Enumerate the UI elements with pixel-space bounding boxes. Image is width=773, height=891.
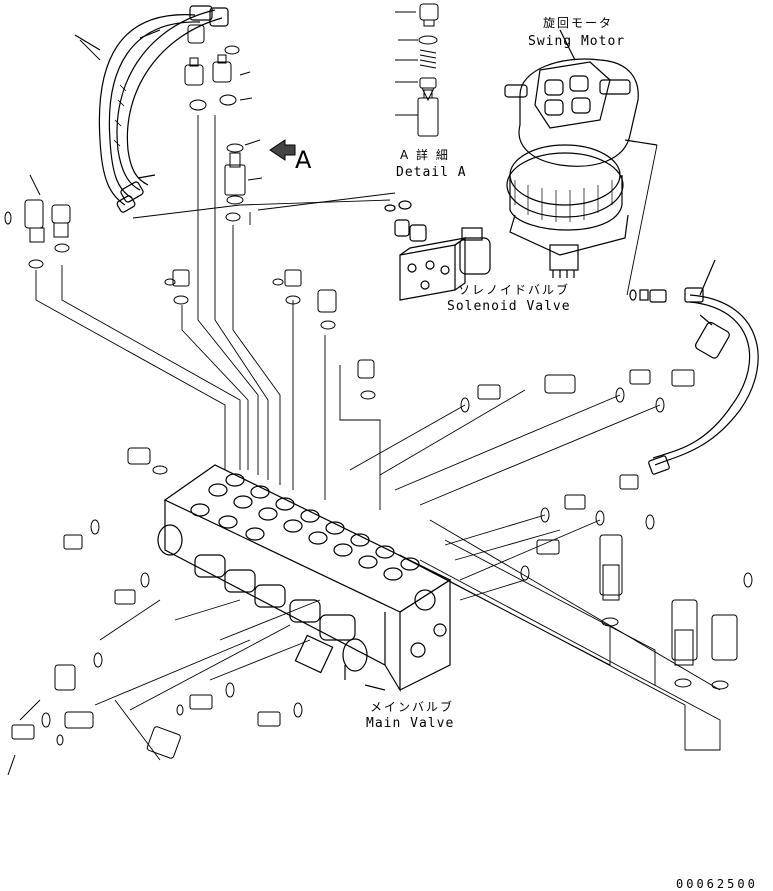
swing-motor xyxy=(504,29,658,278)
detail-a-label-jp: A 詳 細 xyxy=(400,148,450,162)
main-valve-label: Main Valve xyxy=(366,716,455,731)
fittings-misc xyxy=(4,174,753,776)
solenoid-valve-label: Solenoid Valve xyxy=(447,299,571,314)
routing-lines xyxy=(35,39,721,761)
hose-assembly-right xyxy=(629,259,759,475)
main-valve xyxy=(157,464,452,693)
hose-assembly-left xyxy=(74,5,229,213)
view-arrow-icon xyxy=(269,139,296,161)
drawing-number: 00062500 xyxy=(676,877,758,891)
solenoid-valve-label-jp: ソレノイドバルブ xyxy=(458,283,571,297)
detail-a-label: Detail A xyxy=(396,165,467,180)
valve-ports xyxy=(190,473,420,581)
swing-motor-label-jp: 旋回モータ xyxy=(543,16,614,30)
fittings-top xyxy=(184,24,296,222)
detail-a-stack xyxy=(395,3,439,137)
solenoid-valve xyxy=(384,200,491,301)
main-valve-label-jp: メインバルブ xyxy=(370,700,455,714)
swing-motor-label: Swing Motor xyxy=(528,34,626,49)
view-letter-label: A xyxy=(295,146,312,174)
